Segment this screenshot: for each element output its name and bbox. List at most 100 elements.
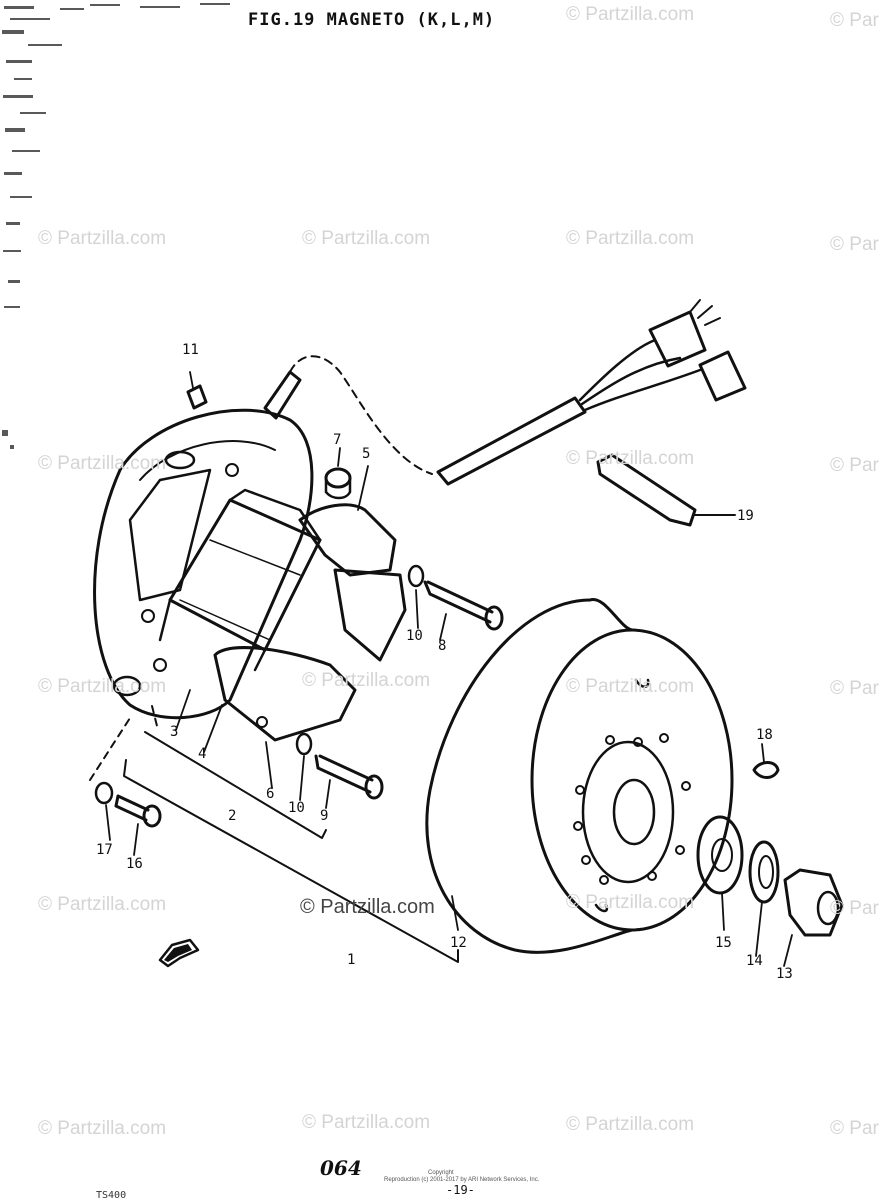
watermark: © Partzilla.com (566, 1114, 695, 1135)
watermark: © Partzilla.com (38, 453, 167, 474)
watermark-center: © Partzilla.com (300, 896, 435, 918)
flywheel-bore (612, 778, 656, 846)
washer-17 (94, 781, 114, 805)
watermark-partial: © Par (830, 898, 879, 919)
scan-noise (2, 3, 230, 449)
base-plate-hole (153, 658, 167, 672)
flywheel-holes (573, 733, 691, 885)
callout-10-upper: 10 (406, 628, 423, 644)
collar-7-side (324, 476, 352, 500)
watermark: © Partzilla.com (302, 228, 431, 249)
watermark: © Partzilla.com (38, 1118, 167, 1139)
bracket-1 (123, 759, 459, 963)
wire-guide-post (263, 370, 302, 420)
callout-2: 2 (228, 808, 237, 824)
callout-19: 19 (737, 508, 754, 524)
footer-diagram-number: 064 (320, 1156, 362, 1180)
coil-core-lamination (179, 539, 301, 641)
callout-5: 5 (362, 446, 371, 462)
alignment-dashed (89, 717, 131, 781)
ignition-coil-shoe (298, 503, 397, 577)
callout-12: 12 (450, 935, 467, 951)
callout-10-lower: 10 (288, 800, 305, 816)
callout-14: 14 (746, 953, 763, 969)
flywheel-rotor-rim-top (588, 598, 634, 632)
rotor-nut-13-bore (816, 890, 840, 926)
base-plate-slot (128, 468, 212, 602)
watermark: © Partzilla.com (302, 1112, 431, 1133)
flywheel-rotor-outer-shell (425, 598, 634, 954)
callout-17: 17 (96, 842, 113, 858)
washer-10-upper (407, 564, 425, 588)
callout-18: 18 (756, 727, 773, 743)
watermark-partial: © Par (830, 678, 879, 699)
watermark: © Partzilla.com (566, 4, 695, 25)
screw-16-head (142, 804, 162, 828)
coupler-connector-a (648, 310, 707, 368)
watermark: © Partzilla.com (566, 448, 695, 469)
lock-washer-14 (748, 840, 780, 904)
watermark: © Partzilla.com (38, 676, 167, 697)
bolt-9 (314, 754, 374, 794)
flywheel-notch (594, 903, 609, 913)
base-plate-hole (225, 463, 239, 477)
copyright-line: Reproduction (c) 2001-2017 by ARI Networ… (384, 1177, 540, 1183)
ignition-coil-body (333, 568, 407, 662)
screw-16 (114, 794, 150, 822)
front-arrow-fill (164, 944, 192, 962)
callout-15: 15 (715, 935, 732, 951)
washer-15 (696, 815, 744, 895)
callout-6: 6 (266, 786, 275, 802)
lead-wire-bundle (578, 338, 702, 412)
watermark: © Partzilla.com (38, 228, 167, 249)
coupler-connector-b (698, 350, 747, 402)
lead-wire-clamp-19 (596, 453, 697, 527)
wire-routing-dashed (289, 355, 433, 475)
alignment-dashed (151, 705, 159, 731)
base-plate-inner-rim (139, 440, 276, 481)
washer-15-hole (711, 838, 733, 872)
lighting-coil (213, 646, 357, 742)
bolt-8 (423, 580, 494, 624)
key-18 (752, 761, 780, 779)
callout-8: 8 (438, 638, 447, 654)
copyright-line: Copyright (428, 1170, 454, 1176)
callout-1: 1 (347, 952, 356, 968)
lock-washer-14-hole (758, 855, 774, 889)
watermark-partial: © Par (830, 10, 879, 31)
watermark: © Partzilla.com (566, 676, 695, 697)
screw-11 (186, 384, 208, 410)
figure-title: FIG.19 MAGNETO (K,L,M) (248, 10, 496, 30)
washer-10-lower (295, 732, 313, 756)
base-plate-hole (141, 609, 155, 623)
coil-screw-hole (256, 716, 268, 728)
bracket-2 (144, 731, 327, 839)
callout-7: 7 (333, 432, 342, 448)
bolt-9-head (364, 774, 384, 800)
watermark-partial: © Par (830, 1118, 879, 1139)
leader-lines (105, 371, 793, 967)
callout-4: 4 (198, 746, 207, 762)
page-number: -19- (446, 1183, 475, 1197)
watermark: © Partzilla.com (302, 670, 431, 691)
callout-3: 3 (170, 724, 179, 740)
callout-11: 11 (182, 342, 199, 358)
front-direction-arrow (158, 938, 200, 968)
flywheel-hub (581, 740, 675, 884)
callout-16: 16 (126, 856, 143, 872)
charging-coil (168, 498, 322, 652)
base-plate-slot-bottom (112, 675, 142, 697)
connector-pins (689, 299, 721, 326)
watermark-partial: © Par (830, 234, 879, 255)
watermark: © Partzilla.com (566, 228, 695, 249)
watermark-partial: © Par (830, 455, 879, 476)
bolt-8-head (484, 605, 504, 631)
watermark: © Partzilla.com (38, 894, 167, 915)
collar-7 (324, 467, 352, 489)
flywheel-notch (634, 678, 650, 688)
stator-base-plate (93, 408, 314, 720)
charging-coil-windings (158, 488, 322, 672)
callout-13: 13 (776, 966, 793, 982)
